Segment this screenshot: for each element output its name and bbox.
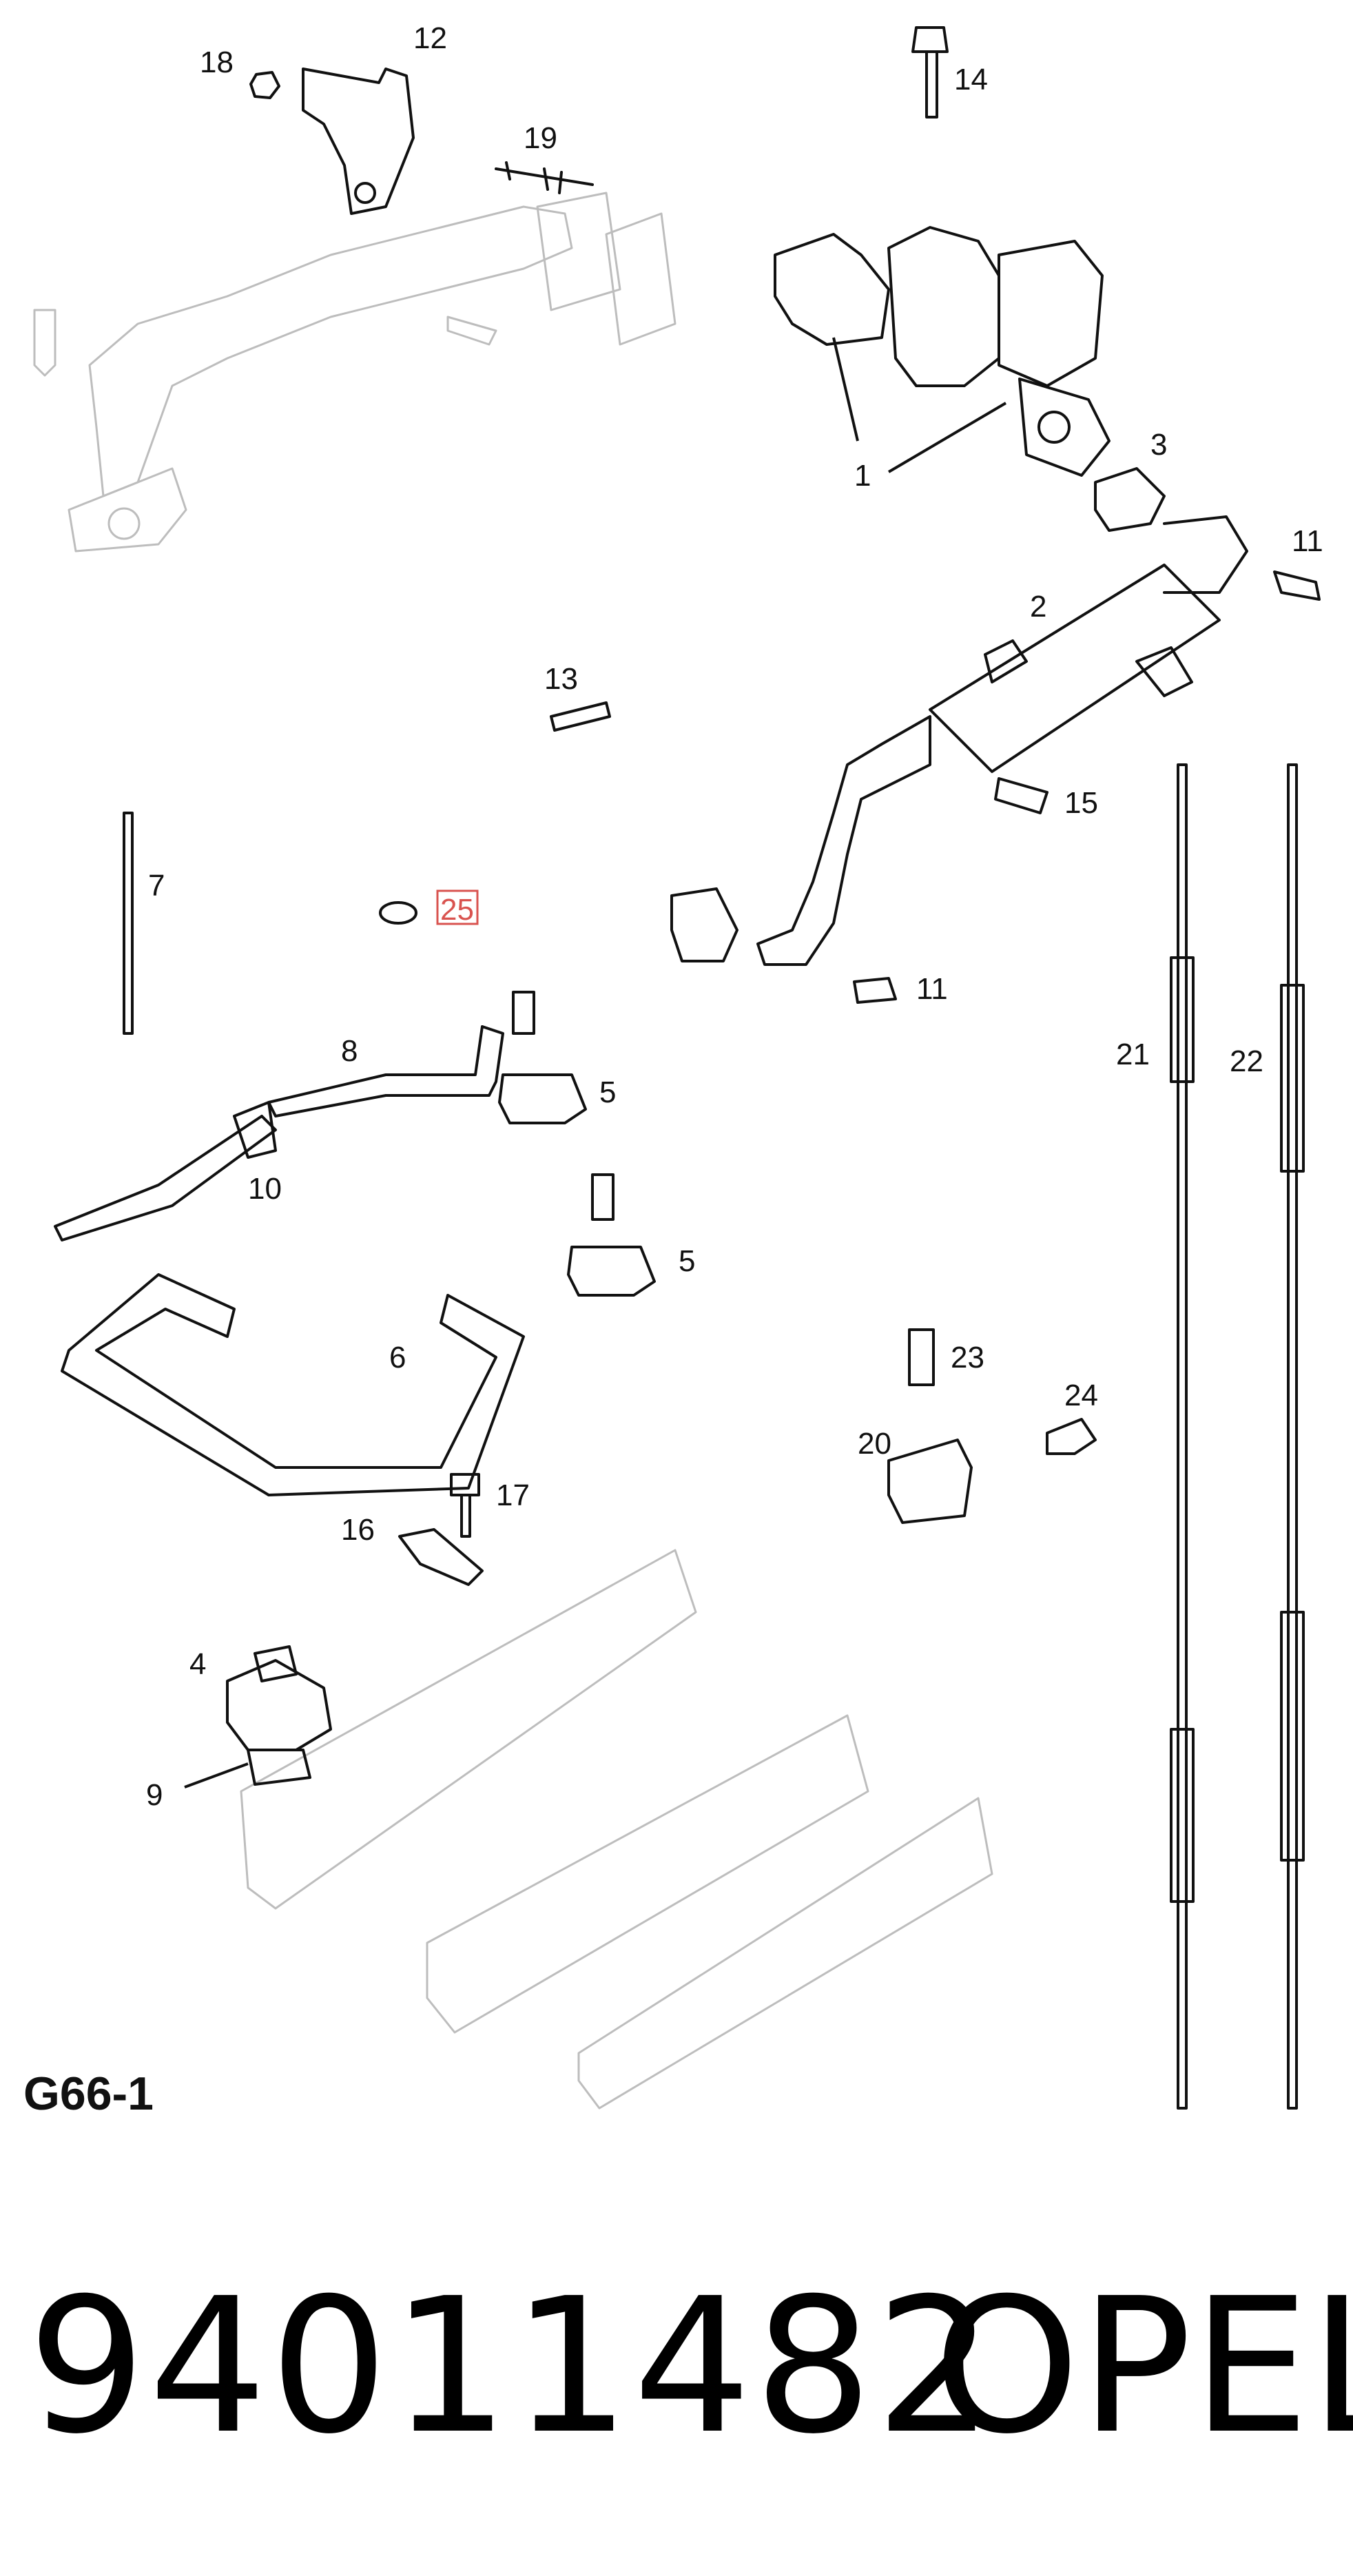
- bolt-part-11-lower: [853, 977, 897, 1004]
- callout-15: 15: [1064, 786, 1098, 820]
- callout-25-highlight-box: [436, 889, 479, 925]
- nut-part-18: [249, 71, 280, 99]
- egr-valve-part-1: [774, 226, 1111, 477]
- callout-25: 25: [440, 893, 474, 927]
- callout-5-lower: 5: [679, 1244, 695, 1278]
- egr-cooler-part-2: [756, 515, 1248, 966]
- callout-11-lower: 11: [916, 972, 948, 1006]
- bolt-part-17: [450, 1473, 480, 1538]
- page-code: G66-1: [23, 2068, 154, 2120]
- callout-22: 22: [1230, 1044, 1263, 1078]
- rod-part-21: [1170, 763, 1195, 2110]
- rod-part-22: [1280, 763, 1305, 2110]
- hose-part-6: [61, 1273, 525, 1496]
- callout-10: 10: [248, 1172, 282, 1206]
- intake-manifold-ghost: [240, 1549, 993, 2110]
- part-number: 94011482: [28, 2258, 997, 2475]
- leader-9: [184, 1762, 249, 1789]
- callout-19: 19: [524, 121, 557, 155]
- hose-part-8: [267, 1025, 504, 1117]
- clip-part-24: [1046, 1418, 1097, 1455]
- callout-18: 18: [200, 45, 234, 79]
- callout-1: 1: [854, 459, 871, 493]
- callout-3: 3: [1150, 428, 1167, 462]
- stud-part-19: [495, 161, 594, 194]
- bolt-part-13: [550, 701, 611, 732]
- bolt-part-15: [994, 777, 1049, 814]
- callout-23: 23: [951, 1341, 984, 1374]
- callout-4: 4: [189, 1647, 206, 1681]
- bracket-part-12: [302, 68, 415, 215]
- callout-6: 6: [389, 1341, 406, 1374]
- clamp-part-16: [398, 1528, 484, 1586]
- fitting-part-9: [247, 1749, 311, 1786]
- callout-8: 8: [341, 1034, 358, 1068]
- callout-5-upper: 5: [599, 1075, 616, 1109]
- leader-1b: [887, 402, 1007, 473]
- callout-12: 12: [413, 21, 447, 55]
- callout-20: 20: [858, 1427, 891, 1461]
- o-ring-part-25: [379, 901, 417, 925]
- tee-connector-part-20: [887, 1439, 973, 1524]
- callout-2: 2: [1030, 590, 1046, 624]
- callout-14: 14: [954, 63, 988, 96]
- gasket-part-3: [1094, 467, 1166, 532]
- solenoid-part-5-upper: [498, 991, 587, 1124]
- brand-name: OPEL: [933, 2258, 1353, 2475]
- egr-valve-part-4: [226, 1645, 332, 1751]
- exhaust-pipe-ghost: [33, 192, 676, 553]
- callout-7: 7: [148, 869, 165, 903]
- callout-21: 21: [1116, 1038, 1150, 1071]
- gasket-near-part-11: [670, 887, 739, 962]
- leader-1a: [832, 337, 859, 442]
- solenoid-part-5-lower: [567, 1173, 656, 1297]
- callout-16: 16: [341, 1513, 375, 1547]
- callout-17: 17: [496, 1478, 530, 1512]
- callout-11-upper: 11: [1292, 524, 1323, 558]
- callout-9: 9: [146, 1778, 163, 1812]
- bolt-part-14: [911, 26, 949, 119]
- rod-part-7: [123, 812, 134, 1035]
- callout-24: 24: [1064, 1379, 1098, 1412]
- pipe-part-10: [54, 1101, 277, 1241]
- cap-part-23: [908, 1328, 935, 1386]
- bolt-part-11-upper: [1273, 570, 1321, 601]
- callout-13: 13: [544, 662, 578, 696]
